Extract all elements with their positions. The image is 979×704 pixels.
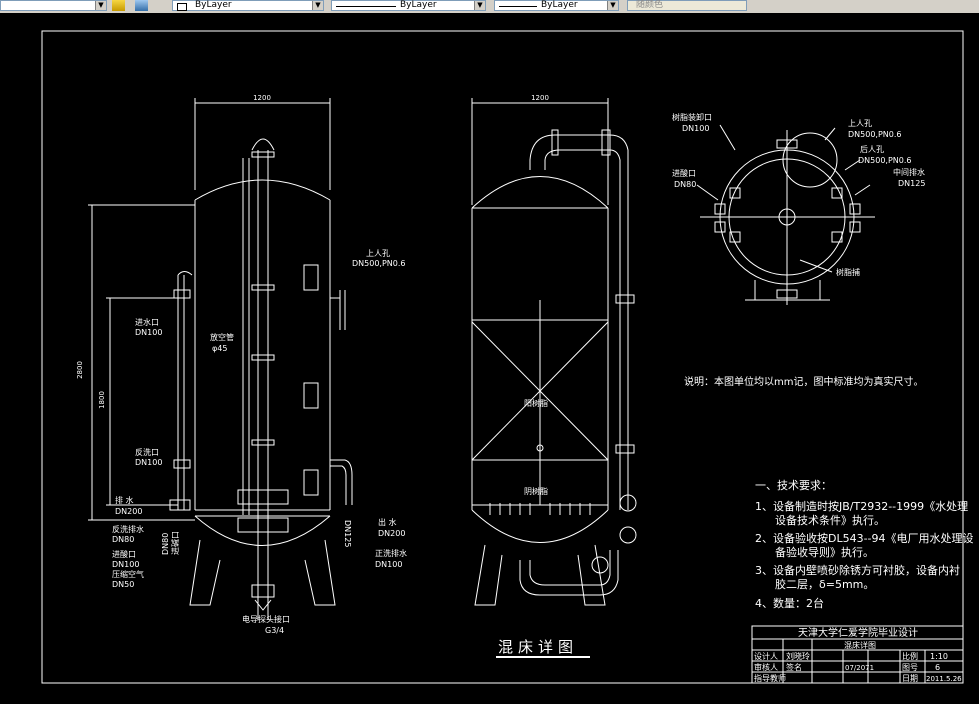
label-side-manhole-spec: DN500,PN0.6 (858, 156, 912, 165)
section-view: 1200 (471, 94, 637, 606)
lineweight-dropdown[interactable]: ByLayer ▼ (494, 0, 619, 11)
chevron-down-icon: ▼ (312, 1, 323, 10)
linetype-value: ByLayer (400, 0, 437, 10)
properties-toolbar: ▼ ByLayer ▼ ByLayer ▼ ByLayer ▼ 随颜色 (0, 0, 979, 14)
title-drawing-name: 混床详图 (844, 640, 876, 650)
top-view-labels: 树脂装卸口 DN100 上人孔 DN500,PN0.6 后人孔 DN500,PN… (672, 112, 925, 277)
label-resin-port-size: DN100 (682, 124, 709, 133)
label-resin-1: 阳树脂 (524, 398, 548, 408)
requirement-3a: 3、设备内壁喷砂除锈方可衬胶，设备内衬 (755, 563, 960, 577)
title-row1-value: 刘晓玲 (786, 651, 810, 661)
label-drain-size: DN200 (115, 507, 142, 516)
label-mid-drain-size: DN125 (898, 179, 925, 188)
label-manhole: 上人孔 (366, 249, 390, 258)
label-acid-port: 进酸口 (672, 168, 696, 178)
label-backwash: 反洗口 (135, 447, 159, 457)
section-view-labels: 阳树脂 阴树脂 (524, 398, 548, 496)
title-row2-value2: 2011.5.26 (926, 675, 962, 683)
requirement-1b: 设备技术条件》执行。 (775, 513, 885, 527)
plotstyle-dropdown[interactable]: 随颜色 (627, 0, 747, 11)
dim-total-height: 2800 (76, 361, 84, 379)
label-top-manhole-spec: DN500,PN0.6 (848, 130, 902, 139)
label-rinse-size: DN100 (375, 560, 402, 569)
label-outlet: 出 水 (378, 517, 397, 527)
layer-stack-icon[interactable] (135, 0, 148, 11)
linetype-sample (336, 6, 396, 7)
left-elevation-view: 1200 (76, 94, 353, 620)
label-acid-inlet-size: DN100 (112, 560, 139, 569)
lineweight-value: ByLayer (541, 0, 578, 10)
label-air: 压缩空气 (112, 569, 144, 579)
left-view-labels: 进水口 DN100 反洗口 DN100 排 水 DN200 反洗排水 DN80 … (112, 249, 407, 635)
label-top-manhole: 上人孔 (848, 119, 872, 128)
color-swatch (177, 3, 187, 11)
label-side-inlet: 进碱口 (171, 531, 180, 555)
requirement-3b: 胶二层，δ=5mm。 (775, 577, 874, 591)
label-vent-size: φ45 (212, 344, 227, 353)
title-row3-value: 6 (935, 663, 940, 672)
layer-icon[interactable] (112, 0, 125, 11)
title-row2-label2: 日期 (902, 674, 918, 683)
label-drain: 排 水 (115, 495, 134, 505)
label-resin-2: 阴树脂 (524, 486, 548, 496)
label-side-manhole: 后人孔 (860, 144, 884, 154)
collector-nozzles (489, 503, 591, 515)
label-resin-port: 树脂装卸口 (672, 112, 712, 122)
chevron-down-icon: ▼ (95, 1, 106, 10)
chevron-down-icon: ▼ (474, 1, 485, 10)
label-backwash-drain-size: DN80 (112, 535, 134, 544)
dim-mid-height: 1800 (98, 391, 106, 409)
label-acid-port-size: DN80 (674, 180, 696, 189)
linetype-dropdown[interactable]: ByLayer ▼ (331, 0, 486, 11)
color-dropdown[interactable]: ByLayer ▼ (172, 0, 324, 11)
dim-width-right: 1200 (531, 94, 549, 102)
label-manhole-spec: DN500,PN0.6 (352, 259, 406, 268)
top-plan-view (696, 124, 875, 305)
color-value: ByLayer (195, 0, 232, 10)
title-row1-value2: 1:10 (930, 652, 948, 661)
title-school: 天津大学仁爱学院毕业设计 (798, 626, 918, 639)
label-probe-size: G3/4 (265, 626, 284, 635)
label-backwash-drain: 反洗排水 (112, 524, 144, 534)
requirement-1a: 1、设备制造时按JB/T2932--1999《水处理 (755, 499, 968, 513)
lineweight-sample (499, 6, 537, 7)
requirement-2a: 2、设备验收按DL543--94《电厂用水处理设 (755, 531, 974, 545)
label-vent-pipe: 放空管 (210, 332, 234, 342)
requirements-title: 一、技术要求： (755, 479, 832, 492)
arrow-dropdown[interactable]: ▼ (0, 0, 107, 11)
label-acid-inlet: 进酸口 (112, 549, 136, 559)
label-inlet-size: DN100 (135, 328, 162, 337)
label-outlet-size: DN200 (378, 529, 405, 538)
title-row2-label: 审核人 (754, 662, 778, 672)
plotstyle-value: 随颜色 (636, 0, 664, 10)
chevron-down-icon: ▼ (607, 1, 618, 10)
drawing-title: 混床详图 (498, 638, 578, 656)
title-row3-label: 指导教师 (754, 673, 786, 683)
requirement-2b: 备验收导则》执行。 (775, 545, 874, 559)
label-rinse: 正洗排水 (375, 548, 407, 558)
drawing-canvas[interactable]: 1200 (0, 13, 979, 700)
label-backwash-size: DN100 (135, 458, 162, 467)
label-probe: 电导探头接口 (242, 614, 290, 624)
cad-drawing: 1200 (41, 30, 974, 684)
notes: 说明：本图单位均以mm记，图中标准均为真实尺寸。 一、技术要求： 1、设备制造时… (684, 375, 974, 610)
drawing-title-group: 混床详图 (496, 638, 590, 658)
label-support: 树脂捕 (836, 267, 860, 277)
title-version: 07/2071 (845, 664, 874, 672)
title-row1-label: 设计人 (754, 651, 778, 661)
drawing-border (41, 30, 964, 684)
requirement-4: 4、数量：2台 (755, 596, 824, 610)
title-block: 天津大学仁爱学院毕业设计 混床详图 设计人 刘晓玲 比例 1:10 审核人 签名… (751, 625, 964, 684)
title-row3-label2: 图号 (902, 663, 918, 672)
title-row1-label2: 比例 (902, 651, 918, 661)
dim-width-left: 1200 (253, 94, 271, 102)
label-air-size: DN50 (112, 580, 134, 589)
label-vertical-size: DN125 (343, 520, 352, 547)
label-mid-drain: 中间排水 (893, 167, 925, 177)
note-units: 说明：本图单位均以mm记，图中标准均为真实尺寸。 (684, 375, 923, 388)
label-side-size: DN80 (161, 533, 170, 555)
label-inlet: 进水口 (135, 317, 159, 327)
title-row2-value: 签名 (786, 662, 802, 672)
